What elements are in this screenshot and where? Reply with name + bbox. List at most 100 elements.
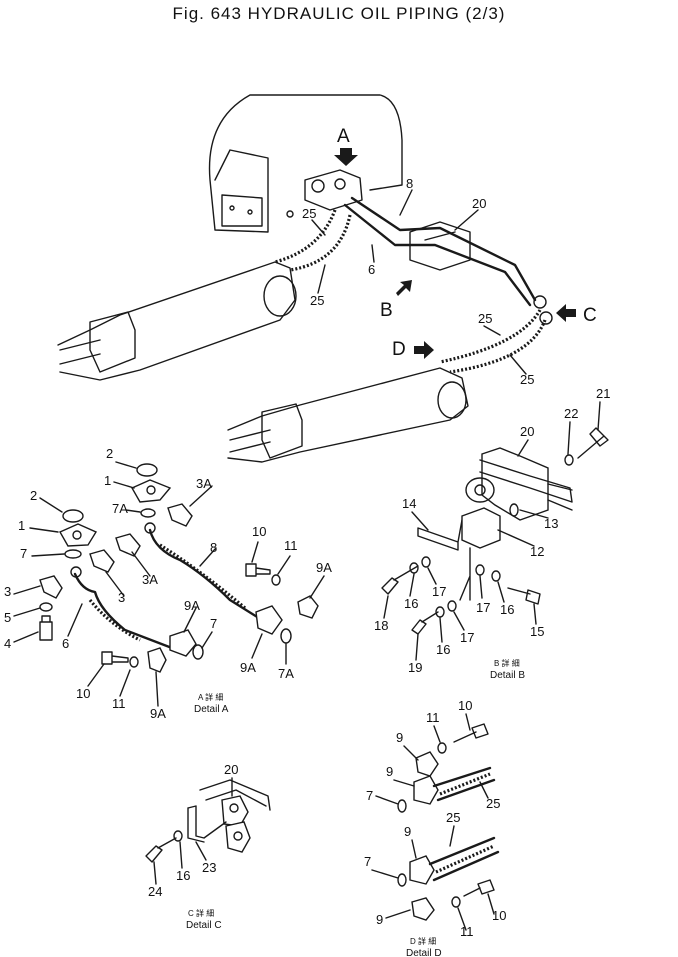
arrow-label-a: A [337, 126, 350, 147]
callout-17: 17 [460, 630, 474, 645]
frame-bolt [286, 210, 294, 218]
leader-lines-c [153, 777, 233, 885]
callout-1: 1 [104, 473, 111, 488]
detail-a-view: 2 1 3A 7A 2 1 7 3A 3 3 5 4 6 10 8 11 9A … [4, 446, 332, 721]
washer-11 [129, 656, 139, 668]
machine-frame [208, 94, 403, 233]
block-12 [461, 507, 501, 549]
flange-port [146, 485, 156, 495]
callout-7: 7 [210, 616, 217, 631]
bolt-4 [39, 615, 53, 641]
callout-25: 25 [520, 372, 534, 387]
washer-16 [435, 606, 445, 618]
callout-7: 7 [366, 788, 373, 803]
bolt-10 [101, 651, 129, 665]
callout-18: 18 [374, 618, 388, 633]
callout-25: 25 [310, 293, 324, 308]
lower-cylinder-head [437, 381, 467, 419]
oring-7a [140, 508, 156, 518]
block-20-edge [199, 779, 271, 811]
callout-11: 11 [426, 710, 440, 725]
bolt-19 [411, 611, 439, 635]
hose-25-upper-rib [439, 772, 491, 796]
pipe-8-fitting [144, 522, 156, 534]
callout-6: 6 [62, 636, 69, 651]
pipe-8-end-flange [255, 605, 283, 635]
bolt-10 [453, 723, 489, 743]
washer-17 [447, 600, 457, 612]
pipe-6-fitting [70, 566, 82, 578]
washer-16 [173, 830, 183, 842]
washer-11 [437, 742, 447, 754]
split-flange-9a [147, 647, 167, 673]
washer-5 [39, 602, 53, 612]
split-flange-9a [297, 595, 319, 619]
valve-port [311, 179, 325, 193]
plate-fitting [225, 821, 251, 853]
hose-25-lower-rib [435, 844, 495, 874]
callout-5: 5 [4, 610, 11, 625]
callout-7: 7 [20, 546, 27, 561]
plate-fitting [221, 795, 249, 827]
detail-c-label-jp: C 詳 細 [188, 908, 214, 918]
callout-10: 10 [458, 698, 472, 713]
washer-11 [271, 574, 281, 586]
detail-d-label-jp: D 詳 細 [410, 936, 436, 946]
callout-17: 17 [476, 600, 490, 615]
callout-19: 19 [408, 660, 422, 675]
bolt-10 [245, 563, 271, 577]
callout-20: 20 [520, 424, 534, 439]
callout-10: 10 [76, 686, 90, 701]
washer-22 [564, 454, 574, 466]
bolt-21 [577, 427, 609, 459]
hose-fitting [409, 855, 435, 885]
callout-9: 9 [404, 824, 411, 839]
bolt-18 [381, 565, 419, 595]
callout-12: 12 [530, 544, 544, 559]
leader-lines-b [383, 401, 601, 661]
detail-a-label-jp: A 詳 細 [198, 692, 223, 702]
callout-9a: 9A [150, 706, 166, 721]
oring-7 [192, 644, 204, 660]
washer-16 [409, 562, 419, 574]
hose-25-lower-edge [432, 850, 500, 882]
hose-25-upper [432, 766, 492, 788]
callout-3: 3 [4, 584, 11, 599]
detail-d-view: 11 10 9 9 7 25 25 9 7 9 10 11 D 詳 細 Deta… [364, 698, 506, 957]
callout-20: 20 [224, 762, 238, 777]
oring-7a [280, 628, 292, 644]
lower-cylinder [227, 367, 469, 463]
callout-13: 13 [544, 516, 558, 531]
callout-15: 15 [530, 624, 544, 639]
leader-line-to-block [459, 547, 471, 601]
callout-11: 11 [284, 538, 298, 553]
bolt-15 [507, 587, 541, 605]
flange-1 [59, 523, 98, 547]
split-flange-9 [415, 751, 439, 777]
valve-block-a [304, 169, 363, 211]
detail-a-label: Detail A [194, 704, 229, 715]
bracket-14 [417, 519, 469, 551]
washer-16 [491, 570, 501, 582]
callout-11: 11 [460, 924, 474, 939]
callout-2: 2 [30, 488, 37, 503]
oring-7 [397, 799, 407, 813]
callout-4: 4 [4, 636, 11, 651]
hose-25-upper-left-2 [289, 214, 352, 272]
split-flange-9 [411, 897, 435, 921]
arrow-label-b: B [380, 300, 393, 321]
arrow-a [334, 148, 358, 166]
callout-16: 16 [404, 596, 418, 611]
bolt-10 [463, 879, 495, 897]
junction-block-pipes [479, 459, 573, 511]
pipe-8 [350, 196, 537, 302]
callout-7: 7 [364, 854, 371, 869]
figure-title: Fig. 643 HYDRAULIC OIL PIPING (2/3) [172, 4, 506, 23]
callout-14: 14 [402, 496, 416, 511]
arrow-d [414, 341, 434, 359]
arrow-b [396, 280, 412, 296]
callout-20: 20 [472, 196, 486, 211]
flange-1 [131, 479, 172, 503]
detail-b-label-jp: B 詳 細 [494, 658, 520, 668]
